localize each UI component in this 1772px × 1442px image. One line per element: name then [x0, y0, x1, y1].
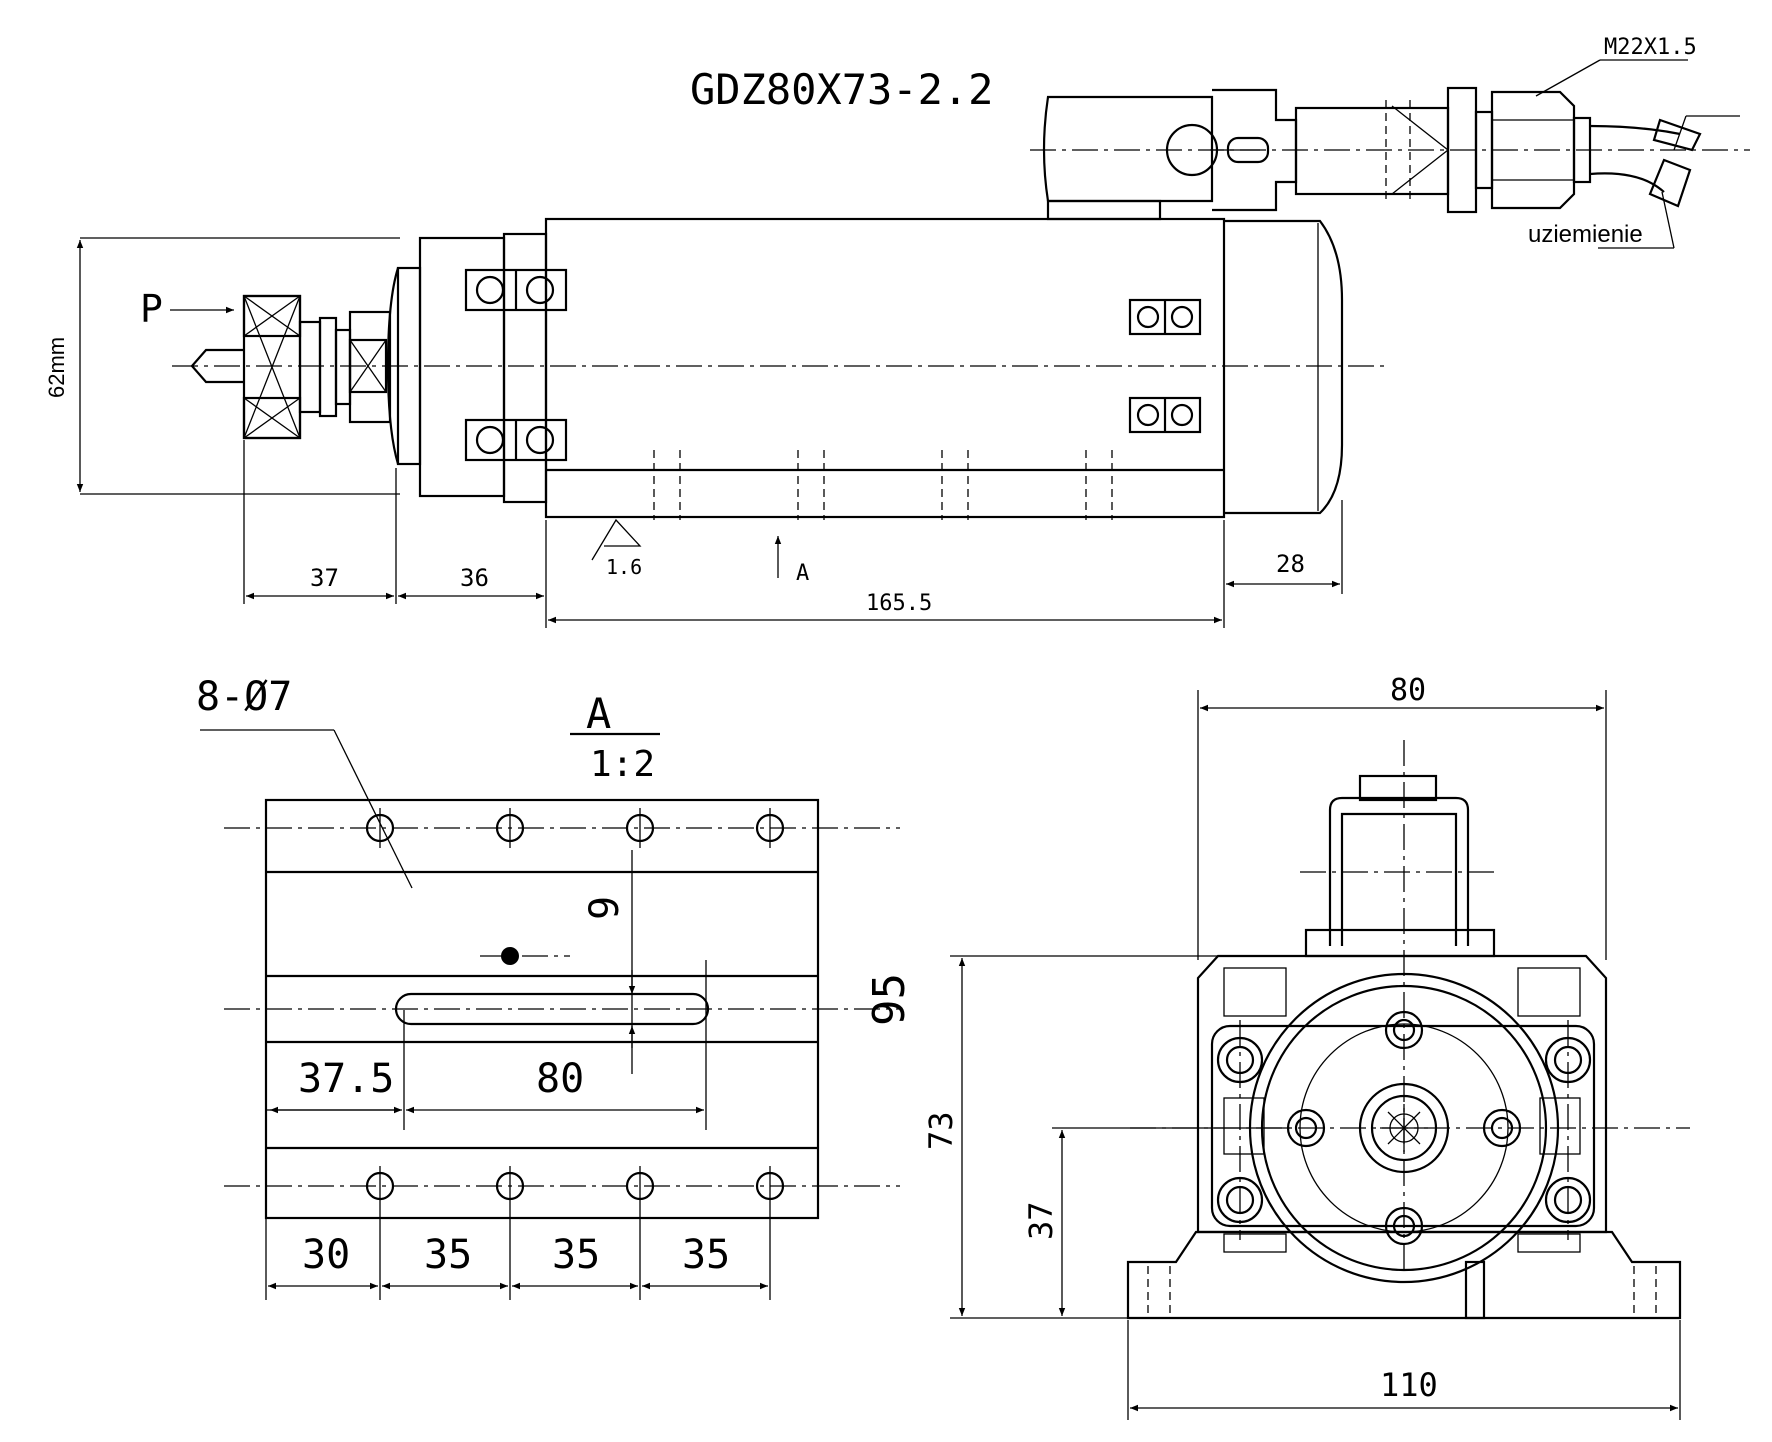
height-dim-label: 62mm [44, 337, 69, 398]
bottom-view-a: 8-Ø7 A 1:2 9 95 37.5 80 30 35 35 35 [196, 674, 915, 1300]
drawing-title: GDZ80X73-2.2 [690, 65, 993, 114]
dim-28-top: 28 [1276, 550, 1305, 578]
dim-30: 30 [302, 1232, 350, 1278]
holes-label: 8-Ø7 [196, 674, 292, 720]
dim-95: 95 [864, 973, 915, 1026]
view-scale: 1:2 [590, 744, 655, 785]
end-dim-37: 37 [1022, 1201, 1060, 1240]
dim-35-c: 35 [682, 1232, 730, 1278]
dim-37-top: 37 [310, 564, 339, 592]
dim-375: 37.5 [298, 1056, 394, 1102]
end-view: 80 73 37 110 [922, 673, 1690, 1420]
ground-label: uziemienie [1528, 221, 1643, 248]
roughness-label: 1.6 [606, 555, 642, 579]
dim-9: 9 [582, 896, 628, 920]
dim-80-bottom: 80 [536, 1056, 584, 1102]
dim-36-top: 36 [460, 564, 489, 592]
end-dim-80: 80 [1390, 673, 1426, 708]
view-a-arrow-label: A [796, 561, 809, 586]
p-label: P [140, 287, 163, 331]
dim-35-b: 35 [552, 1232, 600, 1278]
side-view: M22X1.5 uziemienie P 62mm 1.6 A 37 36 1 [44, 35, 1750, 628]
dim-35-a: 35 [424, 1232, 472, 1278]
end-dim-73: 73 [922, 1111, 960, 1150]
thread-label: M22X1.5 [1604, 35, 1697, 60]
dim-1655-top: 165.5 [866, 591, 932, 616]
end-dim-110: 110 [1380, 1366, 1438, 1404]
view-name: A [586, 689, 611, 738]
